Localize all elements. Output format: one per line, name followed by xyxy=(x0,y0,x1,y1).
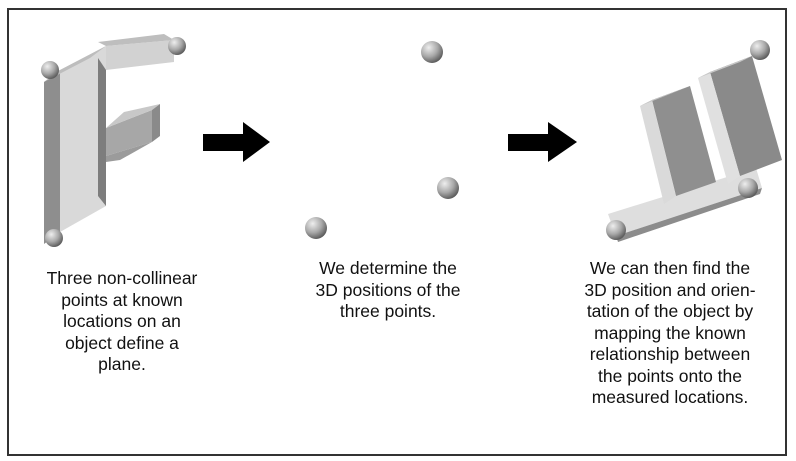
object-base-edge xyxy=(616,188,762,242)
three-measured-points xyxy=(305,41,459,239)
caption-line: the points onto the xyxy=(598,365,742,386)
caption-line: measured locations. xyxy=(591,387,749,407)
object-bar-right-side xyxy=(698,72,740,184)
caption-line: locations on an xyxy=(63,311,181,331)
f-mid-arm-shade xyxy=(106,142,152,162)
f-mid-arm-front xyxy=(106,110,152,156)
object-bar-right-top xyxy=(698,56,752,78)
caption-panel-1: Three non-collinear points at known loca… xyxy=(22,268,222,376)
f-mid-arm-end xyxy=(152,104,160,142)
caption-line: 3D position and orien- xyxy=(584,279,756,300)
known-point-sphere xyxy=(45,229,63,247)
right-arrow xyxy=(508,122,577,162)
known-point-sphere xyxy=(168,37,186,55)
f-top-arm-inner xyxy=(98,58,106,206)
fitted-point-sphere xyxy=(606,220,626,240)
f-stem-top xyxy=(44,46,106,82)
caption-line: three points. xyxy=(339,301,437,321)
object-bar-right-front xyxy=(710,56,782,176)
caption-line: Three non-collinear xyxy=(46,268,198,288)
measured-point-sphere xyxy=(437,177,459,199)
caption-line: plane. xyxy=(98,354,146,374)
caption-line: tation of the object by xyxy=(586,301,754,321)
caption-line: mapping the known xyxy=(594,322,746,343)
figure-frame xyxy=(7,8,787,456)
caption-line: We can then find the xyxy=(589,258,751,278)
known-point-sphere xyxy=(41,61,59,79)
object-base-plate xyxy=(608,168,762,236)
right-arrow xyxy=(203,122,270,162)
caption-panel-2: We determine the 3D positions of the thr… xyxy=(283,258,493,323)
measured-point-sphere xyxy=(421,41,443,63)
f-mid-arm-top xyxy=(106,104,160,128)
caption-line: object define a xyxy=(65,332,179,353)
caption-line: relationship between xyxy=(589,344,751,364)
letter-f-object xyxy=(41,34,186,247)
caption-panel-3: We can then find the 3D position and ori… xyxy=(560,258,780,409)
measured-point-sphere xyxy=(305,217,327,239)
object-bar-left-side xyxy=(640,100,676,204)
fitted-point-sphere xyxy=(750,40,770,60)
f-top-arm-front xyxy=(106,40,174,70)
caption-line: We determine the xyxy=(319,258,457,278)
caption-line: 3D positions of the xyxy=(315,279,461,300)
fitted-point-sphere xyxy=(738,178,758,198)
object-bar-left-top xyxy=(640,86,690,106)
rotated-object xyxy=(606,40,782,242)
caption-line: points at known xyxy=(61,289,183,310)
f-stem-side xyxy=(44,70,60,244)
f-top-arm-top xyxy=(98,34,174,46)
object-bar-left-front xyxy=(652,86,716,196)
f-stem-front xyxy=(60,46,106,232)
